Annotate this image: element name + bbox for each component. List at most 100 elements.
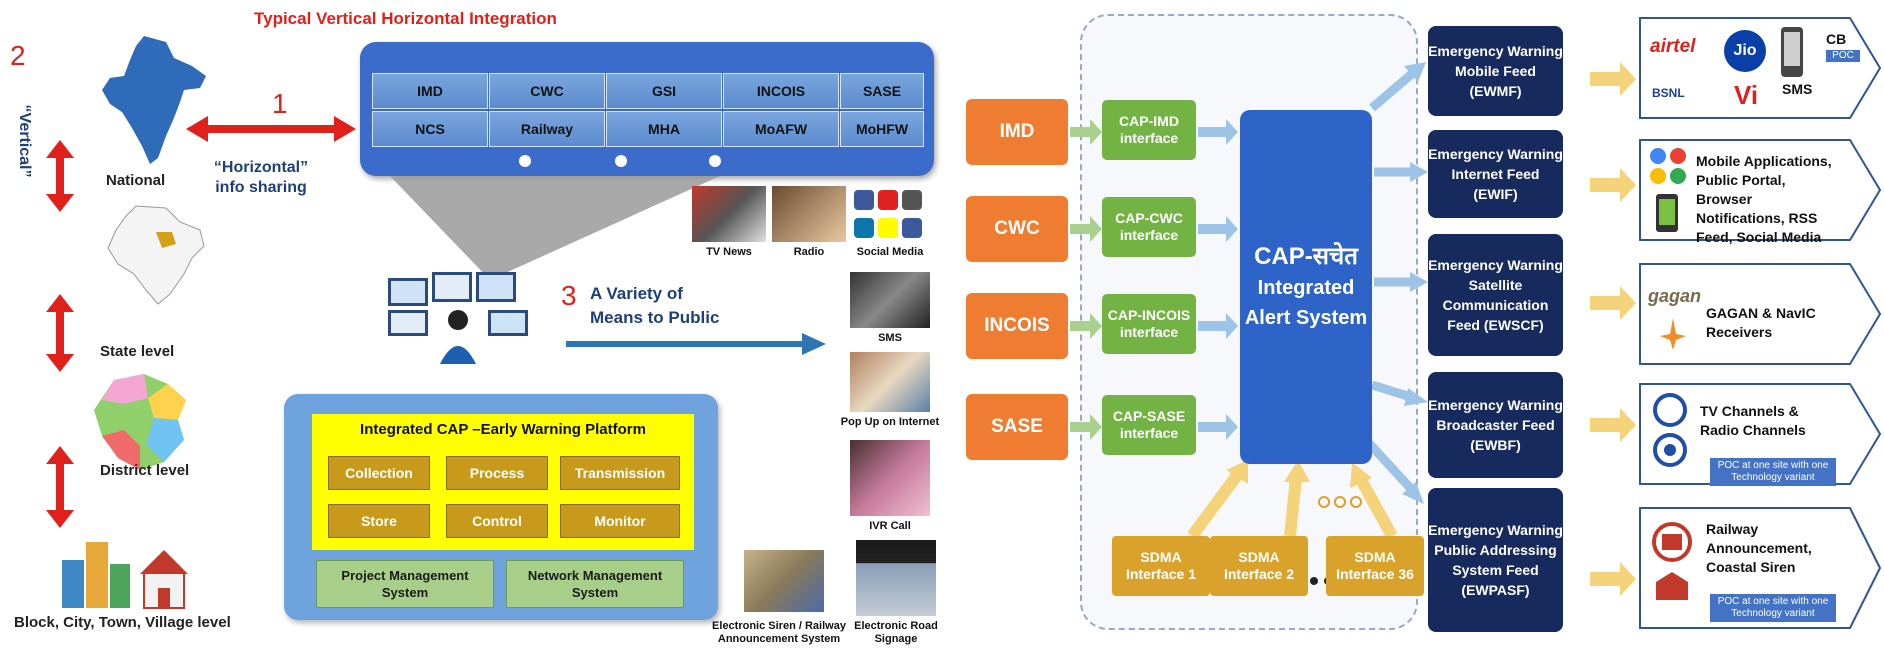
cap-incois-interface: CAP-INCOIS interface [1102, 294, 1196, 354]
airtel-logo: airtel [1650, 36, 1696, 57]
cap-sase-interface: CAP-SASE interface [1102, 395, 1196, 455]
agency-moafw: MoAFW [723, 111, 839, 147]
sdma-interface-36: SDMA Interface 36 [1326, 536, 1424, 596]
feed-ewmf: Emergency Warning Mobile Feed (EWMF) [1428, 26, 1563, 116]
sms-image [850, 272, 930, 328]
core-title: CAP-सचेत [1254, 243, 1358, 270]
source-cwc: CWC [966, 196, 1068, 262]
agency-mha: MHA [606, 111, 722, 147]
bsnl-logo: BSNL [1652, 86, 1685, 100]
india-map-national [102, 36, 206, 164]
platform-collection: Collection [328, 456, 430, 490]
ivr-call-label: IVR Call [869, 520, 911, 532]
left-title: Typical Vertical Horizontal Integration [254, 9, 557, 28]
feed-ewpasf: Emergency Warning Public Addressing Syst… [1428, 488, 1563, 632]
cap-cwc-interface: CAP-CWC interface [1102, 197, 1196, 257]
phone-icon [1781, 27, 1803, 77]
panel-dot [615, 155, 627, 167]
feed-ewscf: Emergency Warning Satellite Communicatio… [1428, 234, 1563, 356]
means-line2: Means to Public [590, 308, 720, 327]
agency-gsi: GSI [606, 73, 722, 109]
means-line1: A Variety of [590, 284, 683, 303]
tv-news-image [692, 186, 766, 242]
social-media-label: Social Media [856, 246, 924, 258]
agency-sase: SASE [840, 73, 924, 109]
railway-logos [1652, 522, 1692, 600]
satellite-target-text: GAGAN & NavIC Receivers [1706, 305, 1816, 340]
number-2-label: 2 [10, 40, 26, 71]
panel-dot [519, 155, 531, 167]
vi-logo: Vi [1734, 80, 1759, 110]
cap-integrated-alert-system: CAP-सचेत Integrated Alert System [1240, 110, 1372, 464]
project-management-system: Project Management System [316, 560, 494, 608]
means-text: A Variety of Means to Public [590, 282, 719, 330]
source-sase: SASE [966, 394, 1068, 460]
poc-small-badge: POC [1826, 50, 1860, 62]
platform-control: Control [446, 504, 548, 538]
broadcast-poc-note: POC at one site with one Technology vari… [1710, 458, 1836, 486]
cap-imd-interface: CAP-IMD interface [1102, 100, 1196, 160]
horizontal-label-line2: info sharing [215, 179, 307, 196]
radio-image [772, 186, 846, 242]
core-line3: Alert System [1244, 307, 1368, 329]
means-arrow [566, 333, 826, 355]
ellipsis-dots [1318, 496, 1362, 508]
sdma-interface-1: SDMA Interface 1 [1112, 536, 1210, 596]
isro-logo [1660, 318, 1686, 350]
railway-poc-note: POC at one site with one Technology vari… [1710, 594, 1836, 622]
agency-mohfw: MoHFW [840, 111, 924, 147]
siren-label: Electronic Siren / Railway Announcement … [712, 620, 846, 645]
tv-news-label: TV News [706, 246, 752, 258]
road-signage-image [856, 540, 936, 616]
sms-label: SMS [878, 332, 902, 344]
source-incois: INCOIS [966, 293, 1068, 359]
railway-target-text: Railway Announcement, Coastal Siren [1706, 521, 1812, 575]
agency-imd: IMD [372, 73, 488, 109]
cb-label: CB [1826, 31, 1847, 47]
number-1-label: 1 [272, 88, 288, 119]
ivr-call-image [850, 440, 930, 516]
gagan-logo: gagan [1648, 286, 1702, 306]
level-state: State level [100, 343, 175, 360]
network-management-system: Network Management System [506, 560, 684, 608]
source-imd: IMD [966, 99, 1068, 165]
panel-dot [709, 155, 721, 167]
platform-store: Store [328, 504, 430, 538]
platform-title: Integrated CAP –Early Warning Platform [360, 420, 646, 438]
platform-process: Process [446, 456, 548, 490]
platform-monitor: Monitor [560, 504, 680, 538]
level-block-city: Block, City, Town, Village level [14, 614, 231, 631]
agency-ncs: NCS [372, 111, 488, 147]
popup-internet-label: Pop Up on Internet [840, 416, 940, 428]
vertical-arrows [46, 140, 74, 528]
internet-icons [1650, 148, 1686, 232]
horizontal-arrow [186, 116, 356, 142]
state-map [107, 205, 205, 305]
level-district: District level [100, 462, 190, 479]
jio-logo: Jio [1724, 30, 1766, 72]
social-media-icons [854, 190, 922, 238]
operator-workstation-icon [388, 272, 528, 364]
internet-target-text: Mobile Applications, Public Portal, Brow… [1696, 153, 1832, 245]
agency-cwc: CWC [489, 73, 605, 109]
road-signage-label: Electronic Road Signage [854, 620, 938, 645]
horizontal-label-line1: “Horizontal” [213, 159, 309, 176]
siren-image [744, 550, 824, 612]
radio-label: Radio [793, 246, 825, 258]
agencies-panel [360, 42, 934, 176]
broadcast-logos [1653, 393, 1687, 467]
sms-target-label: SMS [1782, 81, 1813, 97]
horizontal-label: “Horizontal” info sharing [196, 158, 326, 198]
feed-ewif: Emergency Warning Internet Feed (EWIF) [1428, 130, 1563, 218]
broadcast-target-text: TV Channels & Radio Channels [1700, 403, 1806, 438]
popup-internet-image [850, 352, 930, 412]
sdma-interface-2: SDMA Interface 2 [1210, 536, 1308, 596]
level-national: National [106, 172, 166, 189]
district-map [94, 374, 186, 470]
feed-ewbf: Emergency Warning Broadcaster Feed (EWBF… [1428, 372, 1563, 478]
projection-cone [390, 176, 720, 280]
platform-transmission: Transmission [560, 456, 680, 490]
city-buildings-icon [62, 542, 188, 609]
agency-railway: Railway [489, 111, 605, 147]
